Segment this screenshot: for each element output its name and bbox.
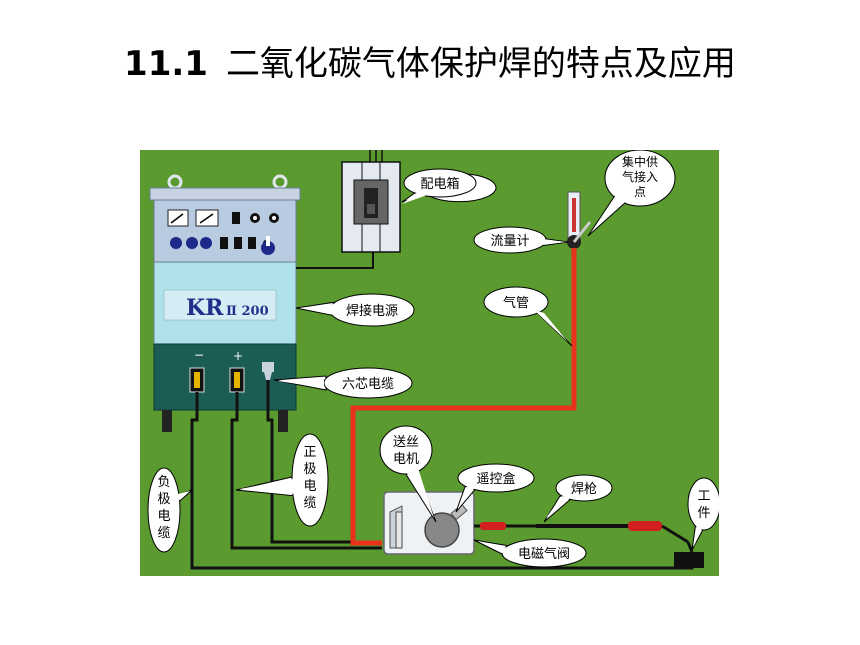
welding-power-source: KR Ⅱ 200 − +: [149, 174, 301, 432]
label-negative-cable-4: 缆: [157, 525, 170, 541]
mains-cable: [296, 250, 374, 269]
workpiece: [674, 552, 704, 568]
distribution-box: [341, 150, 401, 253]
label-gas-pipe: 气管: [503, 295, 529, 311]
label-positive-cable-2: 极: [303, 462, 316, 477]
section-number: 11.1: [124, 44, 208, 84]
label-power-source: 焊接电源: [346, 303, 398, 319]
label-positive-cable-1: 正: [303, 445, 316, 460]
label-negative-cable-2: 极: [157, 492, 170, 507]
label-distribution-box: 配电箱: [420, 176, 459, 192]
label-negative-cable-3: 电: [157, 509, 170, 524]
label-workpiece-2: 件: [697, 506, 710, 521]
positive-cable: [230, 392, 382, 550]
page-title: 11.1 二氧化碳气体保护焊的特点及应用: [0, 36, 860, 85]
wire-spool: [424, 512, 460, 548]
label-torch: 焊枪: [571, 481, 597, 497]
label-gas-supply-1: 集中供: [622, 154, 658, 169]
model-sub-text: Ⅱ 200: [226, 304, 269, 319]
label-positive-cable-3: 电: [303, 479, 316, 494]
label-workpiece-1: 工: [697, 489, 710, 504]
label-solenoid-valve: 电磁气阀: [518, 546, 570, 562]
terminal-minus-label: −: [194, 348, 204, 362]
label-negative-cable-1: 负: [157, 475, 170, 490]
label-gas-supply-2: 气接入: [622, 169, 658, 184]
label-six-core-cable: 六芯电缆: [342, 376, 394, 392]
six-core-cable: [266, 380, 382, 544]
six-core-socket: [262, 362, 274, 372]
label-wire-feed-motor-2: 电机: [393, 452, 419, 467]
model-main-text: KR: [186, 295, 224, 321]
model-plate: [163, 289, 277, 321]
section-title: 二氧化碳气体保护焊的特点及应用: [225, 44, 736, 84]
terminal-plus-label: +: [233, 349, 243, 363]
label-gas-supply-3: 点: [634, 185, 646, 199]
wire-feeder: [383, 491, 475, 555]
label-positive-cable-4: 缆: [303, 495, 316, 511]
welding-torch: [474, 521, 689, 544]
label-wire-feed-motor-1: 送丝: [393, 435, 419, 450]
welding-system-diagram: KR Ⅱ 200 − +: [140, 150, 719, 576]
label-flowmeter: 流量计: [490, 234, 529, 249]
gas-pipe: [350, 248, 577, 546]
label-remote-box: 遥控盒: [476, 471, 515, 487]
